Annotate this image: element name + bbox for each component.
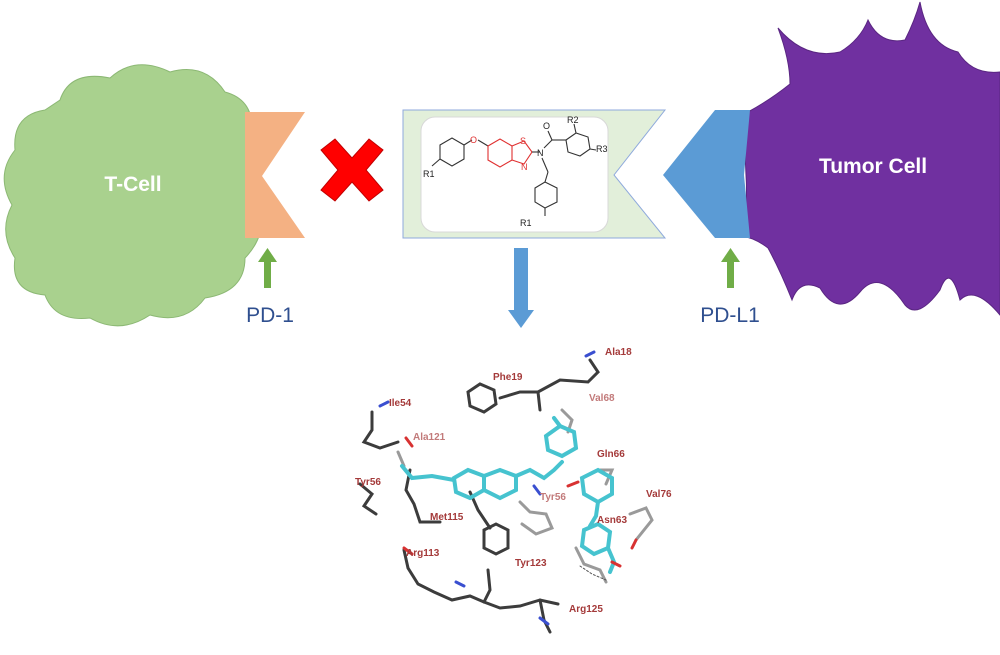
- t-cell-cloud: [3, 64, 263, 327]
- residue-labels: Ala18 Phe19 Val68 Ile54 Ala121 Gln66 Tyr…: [355, 347, 672, 615]
- substituent-r2: R2: [567, 115, 579, 125]
- t-cell: T-Cell: [3, 64, 263, 327]
- hydrogen-bond: [579, 565, 607, 581]
- substituent-r1-bottom: R1: [520, 218, 532, 228]
- pdl1-up-arrow-icon: [721, 248, 740, 288]
- binding-down-arrow-icon: [508, 248, 534, 328]
- residue-label-val68: Val68: [589, 393, 615, 404]
- heteroatom-accents: [378, 350, 638, 626]
- residue-label-tyr123: Tyr123: [515, 558, 547, 569]
- pdl1-ligand: [663, 110, 750, 238]
- atom-thiazole-n: N: [521, 162, 528, 172]
- residue-label-val76: Val76: [646, 489, 672, 500]
- ligand-sticks: [400, 416, 617, 574]
- residue-label-ala121: Ala121: [413, 432, 446, 443]
- residue-label-tyr56-mid: Tyr56: [540, 492, 566, 503]
- block-x-mark-icon: [320, 138, 384, 202]
- residue-label-arg125: Arg125: [569, 604, 603, 615]
- pd1-receptor: [245, 112, 305, 238]
- substituent-r1-left: R1: [423, 169, 435, 179]
- residue-label-gln66: Gln66: [597, 449, 625, 460]
- protein-residues: [358, 358, 600, 634]
- docking-pose: [358, 350, 654, 634]
- residue-label-phe19: Phe19: [493, 372, 523, 383]
- tumor-cell-body: [741, 1, 1000, 316]
- pdl1-label: PD-L1: [700, 304, 760, 327]
- tumor-cell: Tumor Cell: [741, 1, 1000, 316]
- benzothiazole-structure: [431, 123, 597, 216]
- pd1-up-arrow-icon: [258, 248, 277, 288]
- inhibitor-banner: R1 O S N N O R2 R3 R1: [402, 109, 667, 239]
- pd1-label: PD-1: [246, 304, 294, 327]
- residue-label-asn63: Asn63: [597, 515, 627, 526]
- residue-label-met115: Met115: [430, 512, 464, 523]
- substituent-r3: R3: [596, 144, 608, 154]
- t-cell-label: T-Cell: [104, 173, 161, 196]
- atom-amide-n: N: [537, 148, 544, 158]
- residue-label-arg113: Arg113: [406, 548, 440, 559]
- tumor-cell-label: Tumor Cell: [819, 155, 927, 178]
- residue-label-tyr56-left: Tyr56: [355, 477, 381, 488]
- residue-label-ile54: Ile54: [389, 398, 412, 409]
- atom-thiazole-s: S: [520, 136, 526, 146]
- molecule-card: [420, 116, 609, 233]
- residue-label-ala18: Ala18: [605, 347, 632, 358]
- atom-carbonyl-o: O: [543, 121, 550, 131]
- atom-ether-o: O: [470, 135, 477, 145]
